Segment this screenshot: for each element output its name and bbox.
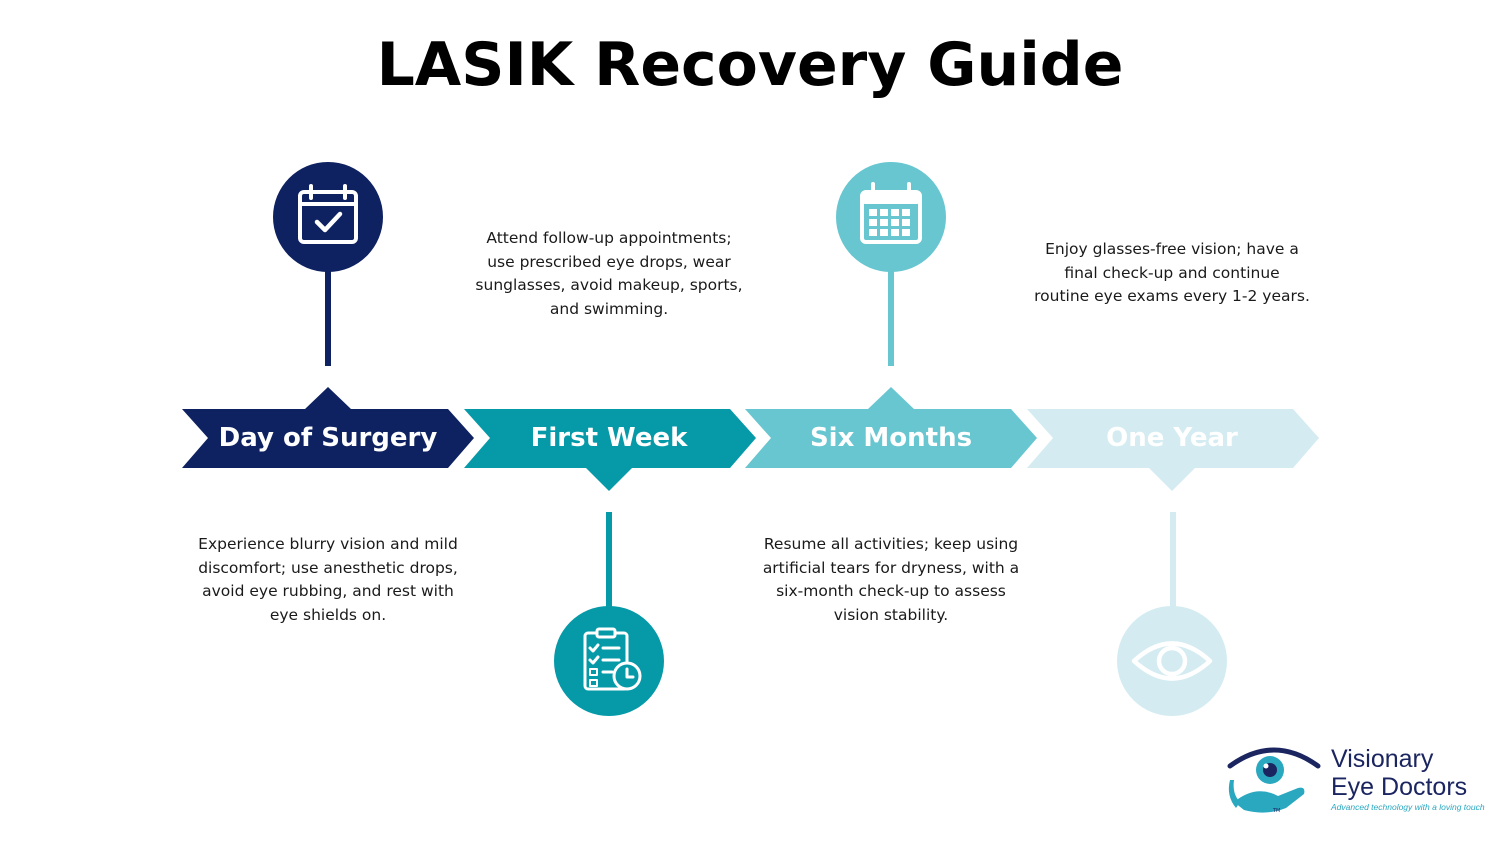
stem-six-months [888,270,894,366]
description-line: routine eye exams every 1-2 years. [1034,287,1310,305]
checklist-clock-icon [583,627,642,691]
logo-trademark: TM [1273,808,1281,814]
brand-logo: TM Visionary Eye Doctors Advanced techno… [1226,740,1496,820]
calendar-check-icon [298,184,358,244]
description-line: discomfort; use anesthetic drops, [198,558,458,577]
arrow-first-week [464,409,756,491]
arrow-day-of-surgery [182,387,474,468]
eye-icon [1131,641,1213,681]
description-line: and swimming. [549,299,669,318]
description-six-months: Resume all activities; keep using artifi… [746,533,1036,627]
stem-day-of-surgery [325,270,331,366]
circle-one-year [1117,606,1227,716]
description-line: final check-up and continue [1064,263,1280,282]
description-line: sunglasses, avoid makeup, sports, [475,276,743,294]
logo-line2: Eye Doctors [1331,773,1468,801]
arrow-six-months [745,387,1037,468]
page-title: LASIK Recovery Guide [376,30,1124,100]
stem-first-week [606,512,612,608]
logo-eye-hand-icon [1227,747,1321,813]
arrow-one-year [1027,409,1319,491]
description-line: eye shields on. [269,605,387,624]
logo-line1: Visionary [1331,745,1434,773]
stage-label-day-of-surgery: Day of Surgery [218,423,438,453]
stem-one-year [1170,512,1176,608]
description-line: six-month check-up to assess [776,582,1006,600]
stage-label-one-year: One Year [1106,423,1238,453]
logo-tagline: Advanced technology with a loving touch [1331,802,1485,812]
description-one-year: Enjoy glasses-free vision; have a final … [1027,238,1317,309]
description-line: avoid eye rubbing, and rest with [202,582,454,600]
description-first-week: Attend follow-up appointments; use presc… [464,227,754,321]
description-line: Enjoy glasses-free vision; have a [1045,240,1299,258]
description-line: Experience blurry vision and mild [198,535,458,553]
description-line: Attend follow-up appointments; [486,229,732,247]
description-line: Resume all activities; keep using [763,535,1019,553]
stage-label-first-week: First Week [530,423,688,453]
description-line: use prescribed eye drops, wear [487,252,731,271]
description-day-of-surgery: Experience blurry vision and mild discom… [183,533,473,627]
stage-label-six-months: Six Months [809,423,973,453]
calendar-grid-icon [860,182,922,244]
description-line: vision stability. [833,605,949,624]
description-line: artificial tears for dryness, with a [762,558,1020,577]
circle-six-months [836,162,946,272]
circle-day-of-surgery [273,162,383,272]
